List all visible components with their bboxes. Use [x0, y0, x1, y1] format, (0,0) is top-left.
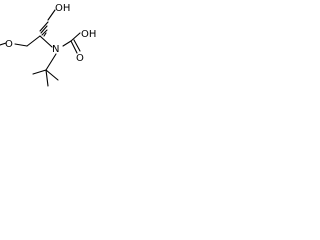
nitrogen-label: N	[52, 44, 59, 55]
bond-ch2-oh	[47, 9, 56, 21]
bond-n-carbonyl	[62, 40, 72, 47]
bond-carbonyl-o-a	[70, 40, 78, 54]
carbonyl-oxygen-label: O	[76, 53, 84, 64]
bond-carbonyl-oh	[70, 32, 81, 42]
bond-ch2-o	[14, 43, 28, 47]
bond-tbu-methyl-1	[32, 69, 47, 75]
bond-tbu-methyl-2	[45, 69, 49, 87]
stereo-hash-bond	[39, 21, 49, 37]
molecule-drawing: OH O N OH O	[0, 3, 96, 87]
structure-diagram: OH O N OH O	[0, 0, 107, 94]
bond-chiral-n	[39, 35, 53, 48]
bond-carbonyl-o-b	[73, 39, 81, 52]
acid-hydroxyl-label: OH	[81, 29, 96, 40]
bond-n-tbu	[45, 53, 57, 71]
bond-chiral-ch2	[26, 35, 41, 47]
bond-tbu-methyl-3	[45, 69, 59, 81]
ether-oxygen-label: O	[5, 39, 13, 50]
hydroxyl-label: OH	[55, 3, 70, 14]
bond-o-methyl	[0, 42, 7, 46]
